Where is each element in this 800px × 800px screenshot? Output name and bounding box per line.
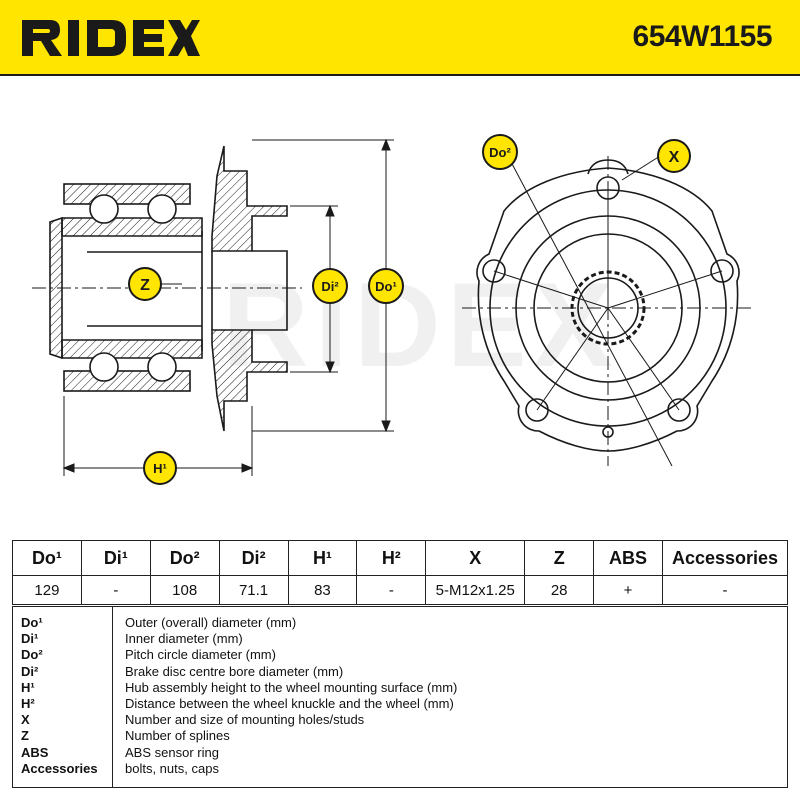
spec-value: 5-M12x1.25 — [425, 575, 526, 605]
spec-header: Accessories — [662, 540, 788, 576]
spec-value: + — [593, 575, 663, 605]
svg-text:H¹: H¹ — [153, 461, 167, 476]
spec-value: 129 — [12, 575, 82, 605]
legend-desc: Distance between the wheel knuckle and t… — [125, 695, 454, 711]
badge-h1: H¹ — [143, 451, 177, 485]
spec-header: X — [425, 540, 526, 576]
legend-desc: Inner diameter (mm) — [125, 631, 243, 647]
badge-do2: Do² — [482, 134, 518, 170]
legend-descriptions: Outer (overall) diameter (mm) Inner diam… — [113, 607, 787, 787]
legend-desc: Number and size of mounting holes/studs — [125, 712, 365, 728]
legend-desc: Brake disc centre bore diameter (mm) — [125, 663, 344, 679]
badge-x: X — [657, 139, 691, 173]
svg-text:X: X — [669, 149, 680, 166]
spec-header: Do² — [149, 540, 220, 576]
badge-di2: Di² — [312, 268, 348, 304]
legend-box: Do¹ Di¹ Do² Di² H¹ H² X Z ABS Accessorie… — [12, 606, 788, 788]
part-number: 654W1155 — [632, 20, 773, 53]
legend-desc: Number of splines — [125, 728, 230, 744]
technical-drawing: RIDEX — [12, 76, 788, 536]
legend-desc: bolts, nuts, caps — [125, 760, 219, 776]
drawing-canvas: RIDEX — [32, 134, 752, 485]
legend-key: H¹ — [21, 679, 35, 695]
hub-front-view — [462, 155, 752, 467]
legend-key: Accessories — [21, 760, 98, 776]
svg-text:Do¹: Do¹ — [375, 279, 397, 294]
spec-value: - — [80, 575, 151, 605]
spec-header: Di² — [218, 540, 289, 576]
spec-header: Z — [524, 540, 595, 576]
spec-table-header-row: Do¹ Di¹ Do² Di² H¹ H² X Z ABS Accessorie… — [12, 540, 788, 576]
legend-key: Do¹ — [21, 615, 43, 630]
spec-header: Di¹ — [80, 540, 151, 576]
header-bar: 654W1155 — [0, 0, 800, 76]
badge-z: Z — [128, 267, 162, 301]
legend-key: X — [21, 712, 30, 728]
spec-value: 108 — [149, 575, 220, 605]
spec-header: H¹ — [287, 540, 358, 576]
spec-value: - — [662, 575, 788, 605]
legend-key: Di¹ — [21, 631, 39, 647]
legend-key: H² — [21, 695, 35, 711]
spec-value: 28 — [524, 575, 595, 605]
svg-text:Do²: Do² — [489, 145, 511, 160]
spec-header: Do¹ — [12, 540, 82, 576]
spec-table: Do¹ Di¹ Do² Di² H¹ H² X Z ABS Accessorie… — [12, 540, 788, 605]
legend-desc: Pitch circle diameter (mm) — [125, 647, 276, 663]
legend-key: Do² — [21, 647, 43, 663]
legend-key: Di² — [21, 663, 39, 679]
legend-keys: Do¹ Di¹ Do² Di² H¹ H² X Z ABS Accessorie… — [13, 607, 113, 787]
legend-desc: ABS sensor ring — [125, 744, 219, 760]
badge-do1: Do¹ — [368, 268, 404, 304]
legend-key: ABS — [21, 744, 49, 760]
spec-table-value-row: 129 - 108 71.1 83 - 5-M12x1.25 28 + - — [12, 575, 788, 605]
side-dimensions — [62, 138, 394, 476]
legend-desc: Outer (overall) diameter (mm) — [125, 615, 297, 630]
ridex-logo — [22, 20, 200, 56]
hub-side-view — [32, 145, 302, 432]
spec-header: ABS — [593, 540, 663, 576]
spec-value: 83 — [287, 575, 358, 605]
svg-text:Di²: Di² — [321, 279, 339, 294]
spec-header: H² — [356, 540, 427, 576]
svg-text:Z: Z — [140, 277, 150, 294]
legend-desc: Hub assembly height to the wheel mountin… — [125, 679, 458, 695]
spec-value: - — [356, 575, 427, 605]
legend-key: Z — [21, 728, 29, 744]
spec-value: 71.1 — [218, 575, 289, 605]
